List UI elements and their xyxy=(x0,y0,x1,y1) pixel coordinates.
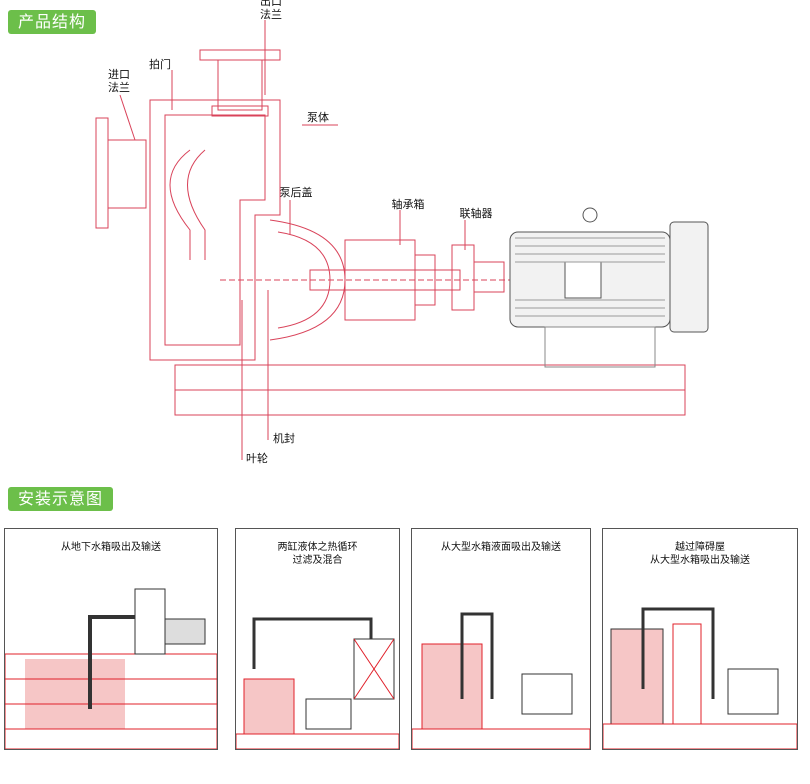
install-panel-1: 从地下水箱吸出及输送 xyxy=(4,528,218,750)
install-panel-title: 从大型水箱液面吸出及输送 xyxy=(441,542,561,553)
install-panel-title: 越过障碍屋 从大型水箱吸出及输送 xyxy=(650,542,750,566)
section-tag-structure: 产品结构 xyxy=(8,10,97,34)
install-panel-title: 两缸液体之热循环 过滤及混合 xyxy=(277,542,358,566)
install-panel-4: 越过障碍屋 从大型水箱吸出及输送 xyxy=(602,528,798,750)
label-flap-valve: 拍门 xyxy=(149,58,171,71)
pump-structure-diagram xyxy=(95,20,709,460)
label-impeller: 叶轮 xyxy=(246,452,268,465)
label-rear-cover: 泵后盖 xyxy=(279,186,313,199)
label-outlet-flange: 出口 法兰 xyxy=(260,0,282,21)
install-panel-title: 从地下水箱吸出及输送 xyxy=(61,542,161,553)
label-mech-seal: 机封 xyxy=(273,432,295,445)
label-bearing-box: 轴承箱 xyxy=(391,198,425,211)
motor xyxy=(509,207,709,333)
install-panel-2: 两缸液体之热循环 过滤及混合 xyxy=(235,528,400,750)
install-panel-3: 从大型水箱液面吸出及输送 xyxy=(411,528,591,750)
label-pump-body: 泵体 xyxy=(307,111,329,124)
label-coupling: 联轴器 xyxy=(459,207,493,220)
section-tag-install: 安装示意图 xyxy=(8,487,114,511)
label-inlet-flange: 进口 法兰 xyxy=(108,68,130,94)
